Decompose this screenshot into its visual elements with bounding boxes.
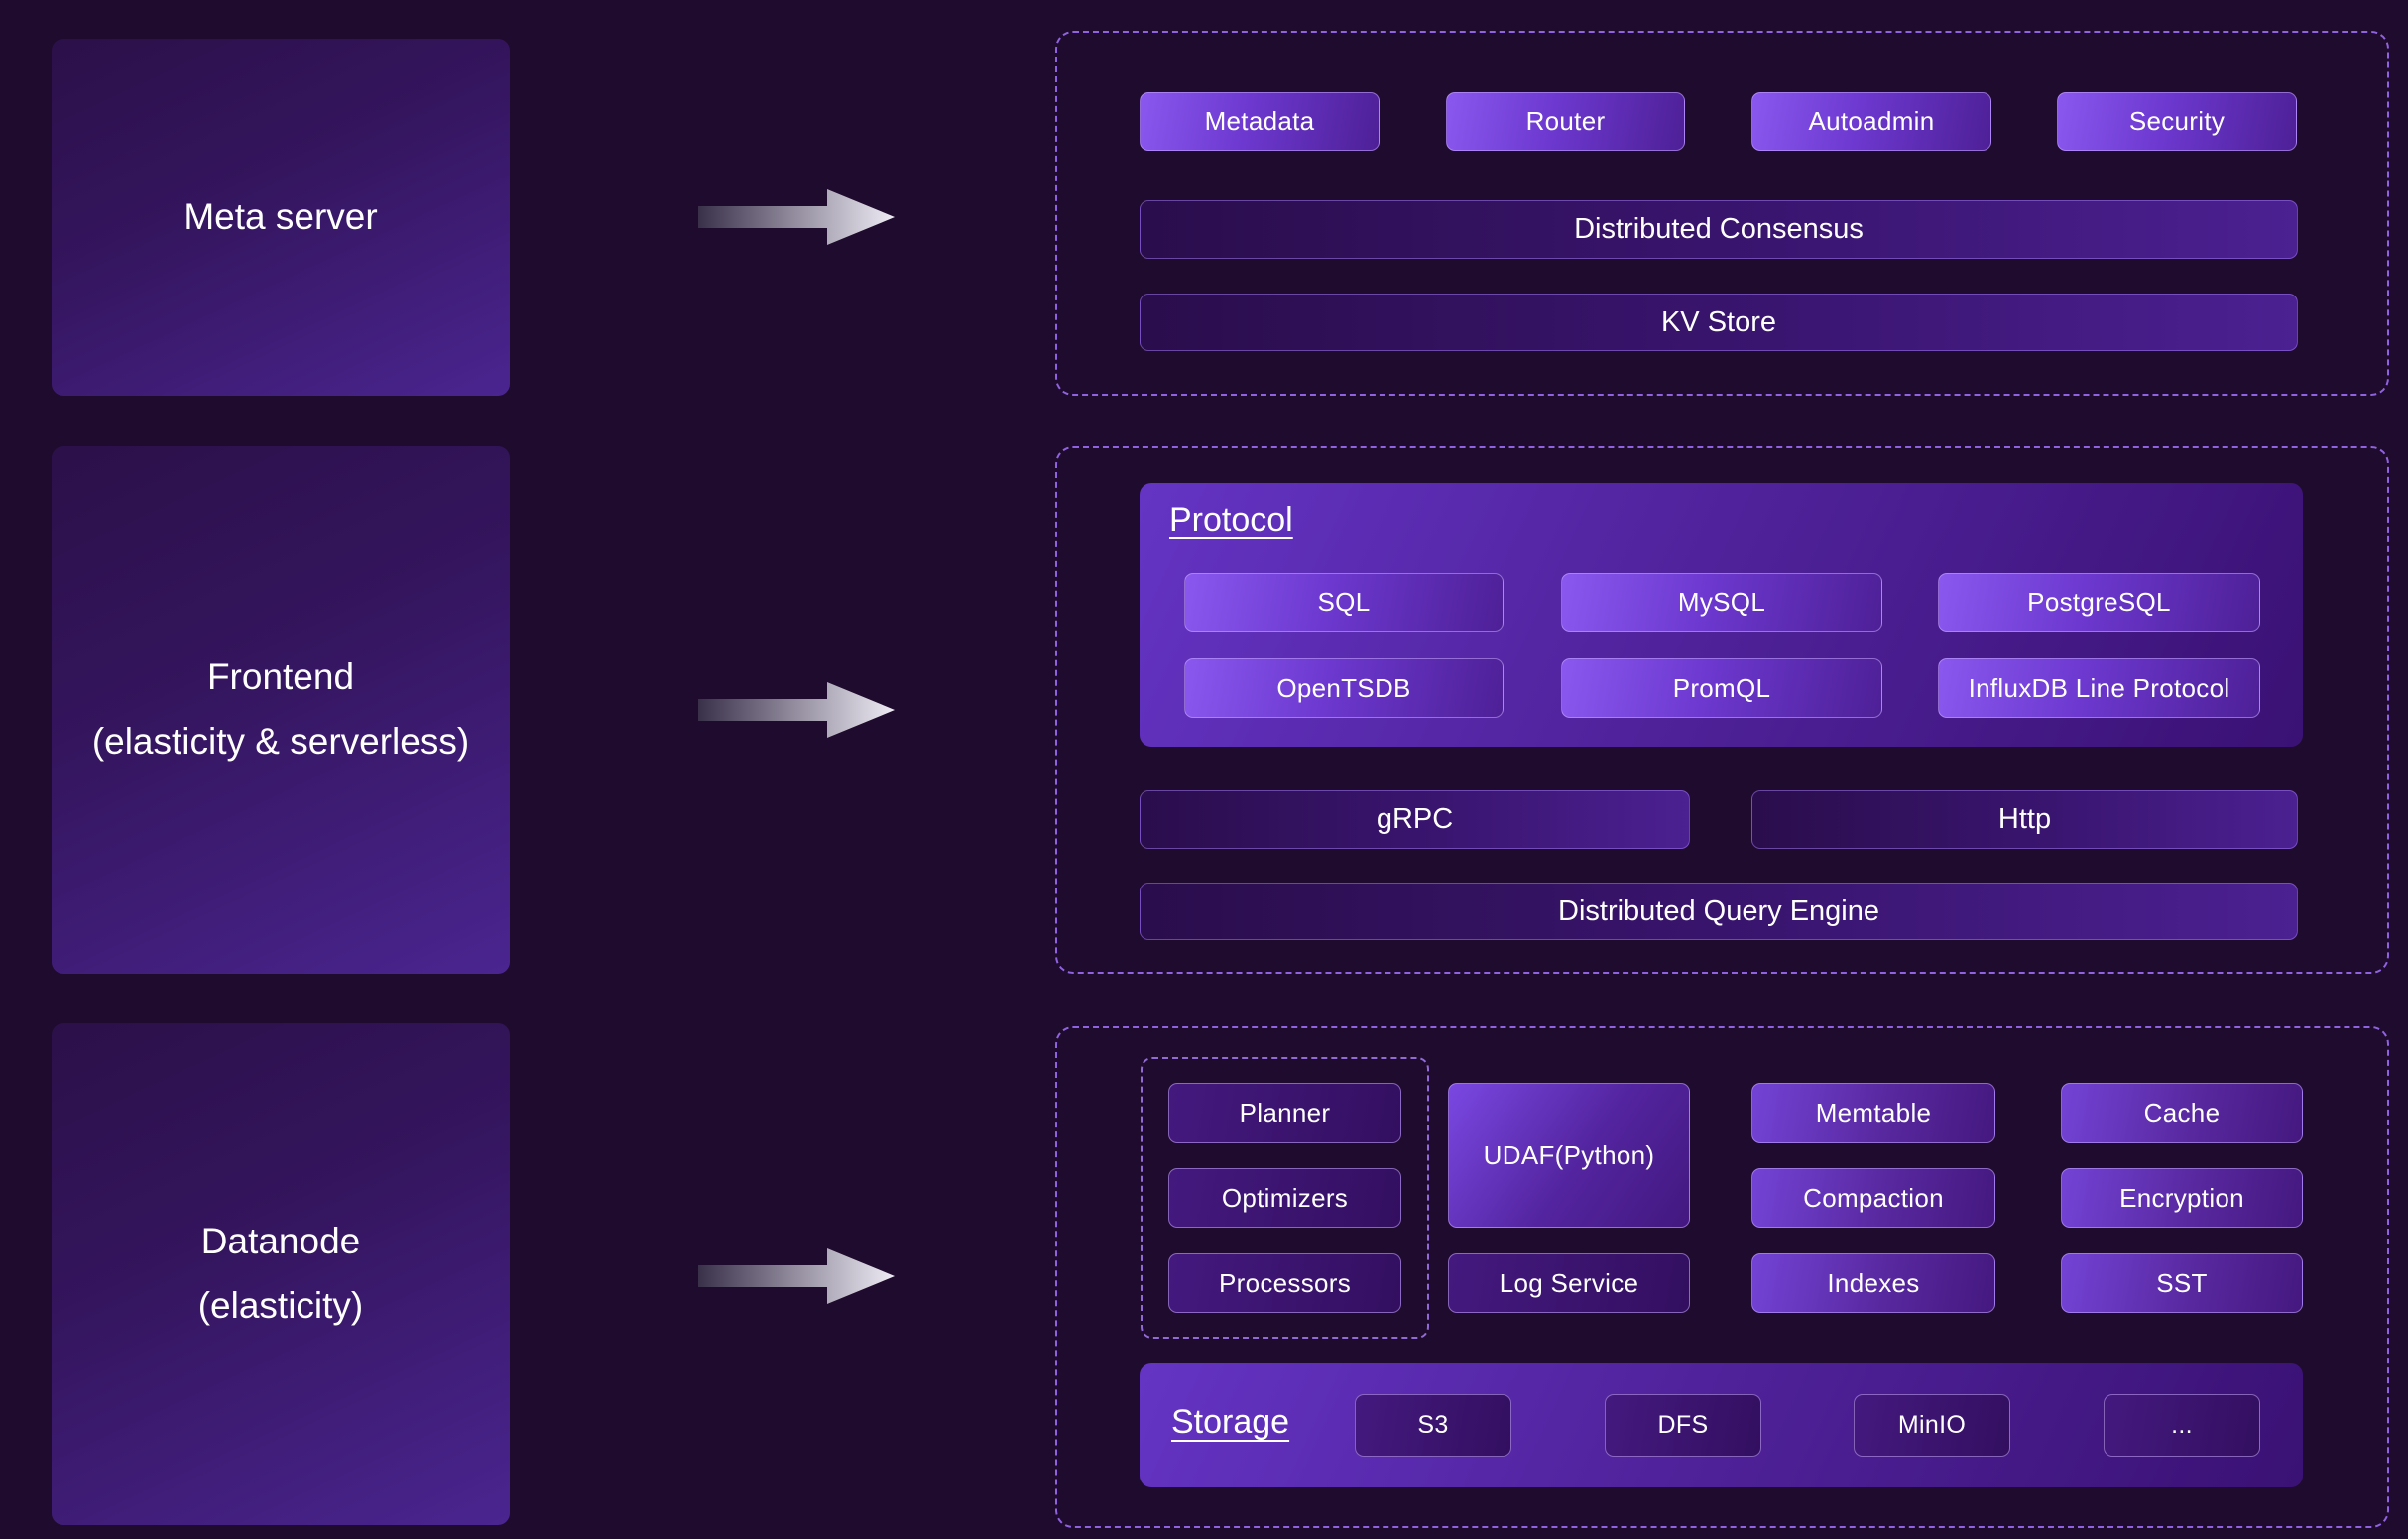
kv-store-bar: KV Store: [1140, 294, 2298, 351]
datanode-section: Planner Optimizers Processors UDAF(Pytho…: [1055, 1026, 2389, 1528]
optimizers-button: Optimizers: [1168, 1168, 1401, 1228]
storage-title: Storage: [1171, 1403, 1290, 1441]
node-frontend-label-line1: Frontend: [206, 656, 355, 698]
security-button: Security: [2057, 92, 2297, 151]
sst-button: SST: [2061, 1253, 2303, 1313]
node-frontend-label-line2: (elasticity & serverless): [91, 721, 470, 762]
right-arrow-icon: [698, 682, 895, 738]
distributed-consensus-bar: Distributed Consensus: [1140, 200, 2298, 259]
node-frontend: Frontend (elasticity & serverless): [52, 446, 510, 974]
cache-button: Cache: [2061, 1083, 2303, 1143]
processors-button: Processors: [1168, 1253, 1401, 1313]
dfs-button: DFS: [1605, 1394, 1761, 1457]
router-button: Router: [1446, 92, 1685, 151]
right-arrow-icon: [698, 1248, 895, 1304]
frontend-section: Protocol SQL MySQL PostgreSQL OpenTSDB P…: [1055, 446, 2389, 974]
s3-button: S3: [1355, 1394, 1511, 1457]
influxdb-line-protocol-button: InfluxDB Line Protocol: [1938, 658, 2260, 718]
memtable-button: Memtable: [1751, 1083, 1995, 1143]
storage-panel: Storage S3 DFS MinIO ...: [1140, 1363, 2303, 1487]
minio-button: MinIO: [1854, 1394, 2010, 1457]
distributed-query-engine-bar: Distributed Query Engine: [1140, 883, 2298, 940]
query-components-group: [1141, 1057, 1429, 1339]
node-datanode: Datanode (elasticity): [52, 1023, 510, 1525]
udaf-python-box: UDAF(Python): [1448, 1083, 1690, 1228]
node-datanode-label-line1: Datanode: [200, 1221, 361, 1262]
protocol-panel: Protocol SQL MySQL PostgreSQL OpenTSDB P…: [1140, 483, 2303, 747]
compaction-button: Compaction: [1751, 1168, 1995, 1228]
opentsdb-button: OpenTSDB: [1184, 658, 1504, 718]
node-meta-server: Meta server: [52, 39, 510, 396]
meta-server-section: Metadata Router Autoadmin Security Distr…: [1055, 31, 2389, 396]
sql-button: SQL: [1184, 573, 1504, 632]
more-storage-button: ...: [2104, 1394, 2260, 1457]
postgresql-button: PostgreSQL: [1938, 573, 2260, 632]
autoadmin-button: Autoadmin: [1751, 92, 1991, 151]
planner-button: Planner: [1168, 1083, 1401, 1143]
metadata-button: Metadata: [1140, 92, 1380, 151]
node-meta-server-label: Meta server: [183, 195, 378, 237]
encryption-button: Encryption: [2061, 1168, 2303, 1228]
grpc-bar: gRPC: [1140, 790, 1690, 849]
mysql-button: MySQL: [1561, 573, 1882, 632]
node-datanode-label-line2: (elasticity): [197, 1285, 364, 1326]
log-service-button: Log Service: [1448, 1253, 1690, 1313]
indexes-button: Indexes: [1751, 1253, 1995, 1313]
http-bar: Http: [1751, 790, 2298, 849]
promql-button: PromQL: [1561, 658, 1882, 718]
protocol-title: Protocol: [1169, 501, 1293, 538]
right-arrow-icon: [698, 189, 895, 245]
